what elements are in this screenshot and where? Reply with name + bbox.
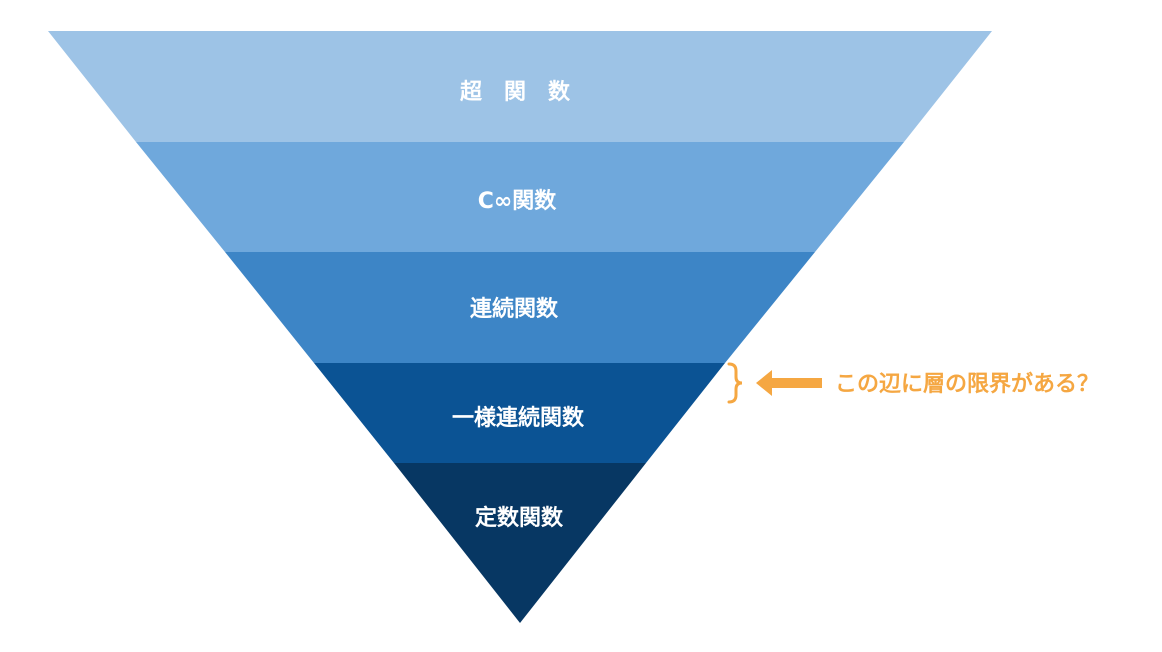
annotation-text: この辺に層の限界がある？ (835, 371, 1099, 397)
layer-1-label: 超 関 数 (460, 79, 571, 105)
layer-2-label: C∞関数 (478, 188, 557, 214)
layer-4-label: 一様連続関数 (452, 405, 585, 431)
arrow-left-icon (756, 370, 822, 396)
layer-2-band (136, 142, 904, 252)
layer-4-band (314, 363, 725, 463)
layer-5-label: 定数関数 (475, 505, 564, 531)
layer-5: 定数関数 (394, 463, 646, 623)
annotation: この辺に層の限界がある？ (727, 362, 1099, 404)
layer-3-label: 連続関数 (470, 296, 559, 322)
layer-3: 連続関数 (225, 252, 815, 363)
layer-1: 超 関 数 (48, 31, 992, 142)
layer-2: C∞関数 (136, 142, 904, 252)
layer-3-band (225, 252, 815, 363)
layer-5-band (394, 463, 646, 623)
layer-4: 一様連続関数 (314, 363, 725, 463)
curly-brace-icon (727, 362, 743, 404)
layer-1-band (48, 31, 992, 142)
